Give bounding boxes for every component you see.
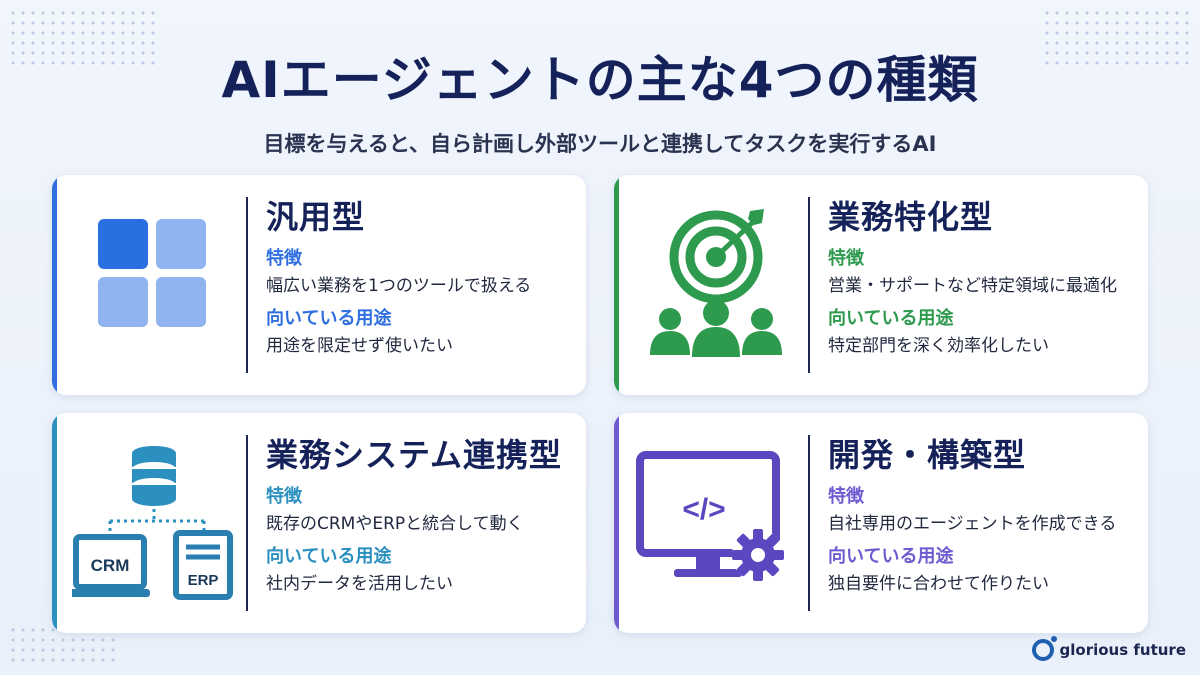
- use-label: 向いている用途: [828, 308, 954, 329]
- divider: [246, 197, 248, 373]
- card-title: 業務特化型: [828, 198, 994, 236]
- card-title: 汎用型: [266, 198, 366, 236]
- card-title: 業務システム連携型: [266, 436, 563, 474]
- card-development-build: </> 開発・構築型 特徴 自社専用のエージェント: [614, 413, 1148, 633]
- decorative-dots: [1042, 8, 1192, 68]
- use-label: 向いている用途: [828, 546, 954, 567]
- feature-text: 営業・サポートなど特定領域に最適化: [828, 276, 1117, 296]
- decorative-dots: [8, 8, 158, 68]
- feature-label: 特徴: [828, 486, 864, 507]
- grid-icon: [72, 195, 248, 375]
- feature-text: 幅広い業務を1つのツールで扱える: [266, 276, 532, 296]
- card-system-integration: CRM ERP 業務システム連携型 特徴 既存のCRMやERPと統合して動く 向…: [52, 413, 586, 633]
- divider: [808, 435, 810, 611]
- divider: [808, 197, 810, 373]
- page-title: AIエージェントの主な4つの種類: [221, 51, 979, 109]
- database-integration-icon: CRM ERP: [70, 433, 248, 613]
- feature-text: 自社専用のエージェントを作成できる: [828, 514, 1117, 534]
- use-label: 向いている用途: [266, 308, 392, 329]
- feature-label: 特徴: [828, 248, 864, 269]
- code-monitor-gear-icon: </>: [634, 433, 810, 613]
- feature-label: 特徴: [266, 486, 302, 507]
- page-subtitle: 目標を与えると、自ら計画し外部ツールと連携してタスクを実行するAI: [263, 132, 937, 156]
- use-text: 社内データを活用したい: [266, 574, 453, 594]
- brand-name: glorious future: [1059, 641, 1186, 659]
- card-general-purpose: 汎用型 特徴 幅広い業務を1つのツールで扱える 向いている用途 用途を限定せず使…: [52, 175, 586, 395]
- feature-label: 特徴: [266, 248, 302, 269]
- crm-label: CRM: [91, 556, 130, 575]
- brand-logo: glorious future: [1031, 636, 1186, 661]
- card-business-specialized: 業務特化型 特徴 営業・サポートなど特定領域に最適化 向いている用途 特定部門を…: [614, 175, 1148, 395]
- use-text: 用途を限定せず使いたい: [266, 336, 453, 356]
- code-label: </>: [682, 493, 725, 526]
- brand-logo-icon: [1031, 636, 1057, 661]
- use-text: 独自要件に合わせて作りたい: [828, 574, 1049, 594]
- feature-text: 既存のCRMやERPと統合して動く: [266, 514, 524, 534]
- divider: [246, 435, 248, 611]
- use-label: 向いている用途: [266, 546, 392, 567]
- card-title: 開発・構築型: [828, 436, 1027, 474]
- erp-label: ERP: [188, 572, 219, 589]
- target-team-icon: [634, 195, 810, 375]
- use-text: 特定部門を深く効率化したい: [828, 336, 1049, 356]
